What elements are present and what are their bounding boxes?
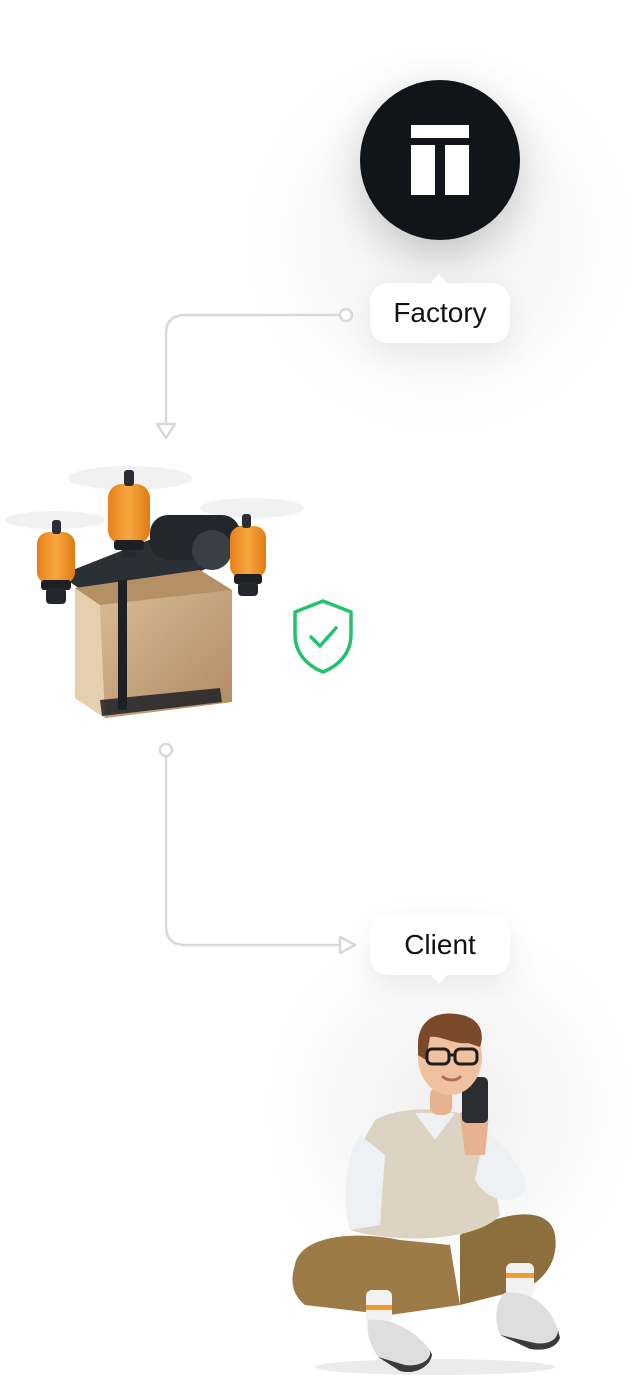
factory-connector-dot <box>338 307 354 323</box>
drone-to-client-connector <box>164 756 340 947</box>
client-label: Client <box>370 915 510 984</box>
person-with-phone-illustration <box>292 1013 560 1375</box>
factory-logo-icon <box>411 125 469 195</box>
drone-arrow-icon <box>155 422 177 440</box>
package-box-icon <box>75 570 232 718</box>
factory-to-drone-connector <box>164 313 340 432</box>
shield-check-icon <box>293 599 353 674</box>
factory-label: Factory <box>370 274 510 343</box>
client-arrow-icon <box>338 935 357 955</box>
factory-logo <box>360 80 520 240</box>
drone-connector-dot <box>158 742 174 758</box>
delivery-drone-icon <box>5 466 304 718</box>
